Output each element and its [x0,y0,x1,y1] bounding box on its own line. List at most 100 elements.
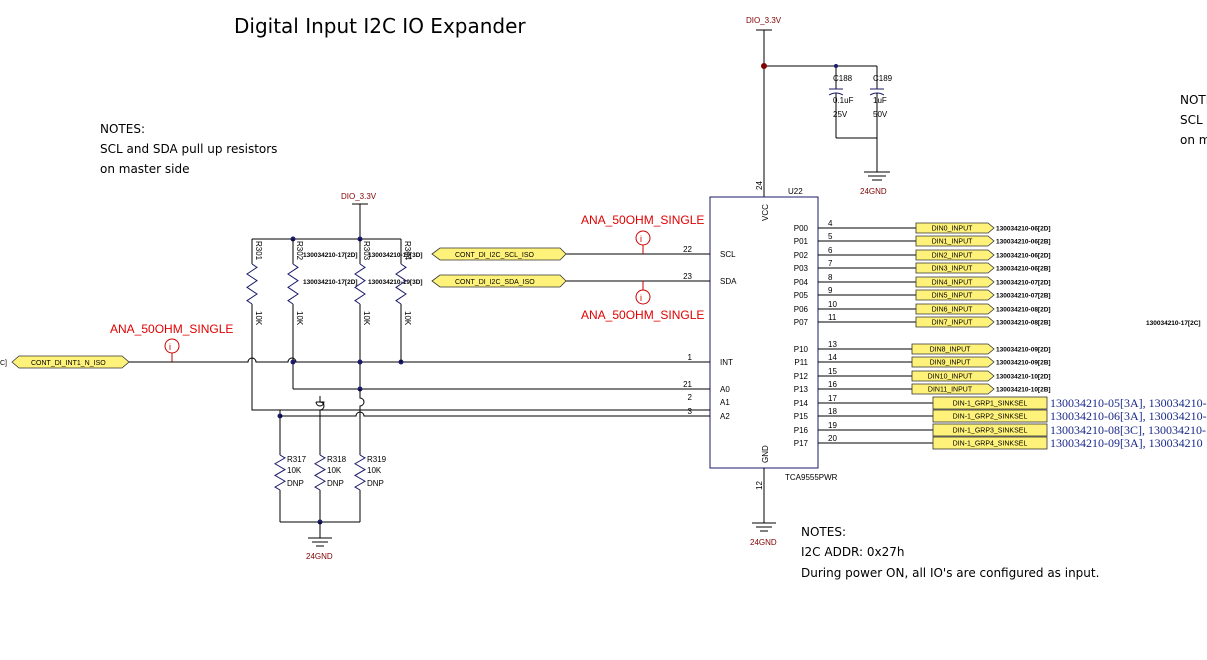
ic-u22: U22 TCA9555PWR VCC 24 GND 12 [709,181,838,490]
ic-right-pin-name: P01 [794,237,809,246]
net-xref: 130034210-09[3A], 130034210 [1050,436,1203,450]
sda-net: CONT_DI_I2C_SDA_ISO 130034210-17[2D] 130… [303,274,710,288]
notes-right-line1: SCL a [1180,113,1207,127]
ic-right-pin-number: 17 [828,394,837,403]
top-power-rail: DIO_3.3V [746,16,877,197]
net-xref: 130034210-08[3C], 130034210- [1050,423,1206,437]
net-flag [911,383,995,395]
net-flag [911,343,995,355]
gnd-symbol-ic: 24GND [750,522,777,547]
ic-left-pin-name: SCL [720,250,736,259]
address-res-ref: R318 [327,455,347,464]
net-flag-label: DIN7_INPUT [932,320,974,327]
scl-flag-label: CONT_DI_I2C_SCL_ISO [455,252,535,259]
ic-left-pin-number: 2 [688,393,693,402]
net-flag-label: DIN0_INPUT [932,226,974,233]
int-net: C] CONT_DI_INT1_N_ISO [0,355,710,369]
pullup-value: 10K [362,311,371,326]
ana-sda-marker: i ANA_50OHM_SINGLE [581,281,704,322]
svg-text:i: i [640,234,642,244]
scl-xref: 130034210-17[2D] [303,252,358,259]
net-xref: 130034210-07[2D] [996,280,1051,287]
ic-left-pin-name: A2 [720,412,730,421]
ic-right-pin-number: 7 [828,259,833,268]
scl-xref2: 130034210-19[3D] [368,252,423,259]
net-xref: 130034210-06[2B] [996,239,1051,246]
net-xref: 130034210-10[2B] [996,387,1051,394]
pullup-ref: R301 [254,241,263,261]
ic-right-pin-name: P06 [794,305,809,314]
int-flag-label: CONT_DI_INT1_N_ISO [31,360,106,367]
sda-xref: 130034210-17[2D] [303,279,358,286]
pullup-rail: DIO_3.3V [252,192,401,242]
net-flag-label: DIN-1_GRP4_SINKSEL [953,441,1028,448]
net-flag [932,396,1048,410]
ic-right-pin-number: 8 [828,273,833,282]
ic-left-pin-number: 3 [688,407,693,416]
net-xref: 130034210-06[2B] [996,266,1051,273]
ic-right-pin-name: P03 [794,264,809,273]
gnd-ic-label: 24GND [750,538,777,547]
ic-right-pin-name: P02 [794,251,809,260]
net-flag [911,356,995,368]
ana-sda-label: ANA_50OHM_SINGLE [581,308,704,322]
net-xref: 130034210-09[2B] [996,360,1051,367]
net-flag-label: DIN-1_GRP1_SINKSEL [953,401,1028,408]
page-title: Digital Input I2C IO Expander [234,14,526,38]
address-res-ref: R319 [367,455,387,464]
pullup-ref: R302 [295,241,304,261]
top-rail-label: DIO_3.3V [746,16,782,25]
ic-right-pin-name: P07 [794,318,809,327]
net-flag-label: DIN-1_GRP2_SINKSEL [953,414,1028,421]
net-flag [915,262,995,274]
ic-left-pin-name: INT [720,358,733,367]
ic-right-pin-number: 13 [828,340,837,349]
net-flag-label: DIN1_INPUT [932,239,974,246]
ic-left-pin-name: A0 [720,385,730,394]
svg-text:i: i [169,342,171,352]
address-res-ref: R317 [287,455,307,464]
ic-right-pin-name: P13 [794,385,809,394]
ic-right-pin-number: 14 [828,353,837,362]
ic-left-pin-number: 21 [683,380,692,389]
net-flag [932,423,1048,437]
net-flag-label: DIN-1_GRP3_SINKSEL [953,428,1028,435]
ic-right-pin-name: P11 [794,358,808,367]
ic-left-pin-name: SDA [720,277,737,286]
int-flag-prefix: C] [0,360,7,367]
net-flag [915,222,995,234]
ana-int-label: ANA_50OHM_SINGLE [110,322,233,336]
address-res-value: 10K [287,466,302,475]
ic-right-pin-number: 5 [828,232,833,241]
ic-gnd-label: GND [761,445,770,463]
gnd-symbol-caps: 24GND [860,171,890,196]
c189-value: 1uF [873,96,887,105]
notes-right-line2: on m [1180,133,1207,147]
gnd-res-label: 24GND [306,552,333,561]
net-flag-label: DIN9_INPUT [930,360,972,367]
ic-part: TCA9555PWR [785,473,838,482]
ic-vcc-pin: 24 [755,181,764,190]
address-res-value: 10K [327,466,342,475]
ic-right-pin-number: 4 [828,219,833,228]
pullup-value: 10K [403,311,412,326]
net-xref: 130034210-08[2B] [996,320,1051,327]
svg-text:i: i [640,293,642,303]
cap-c188: C188 0.1uF 25V [828,64,854,138]
